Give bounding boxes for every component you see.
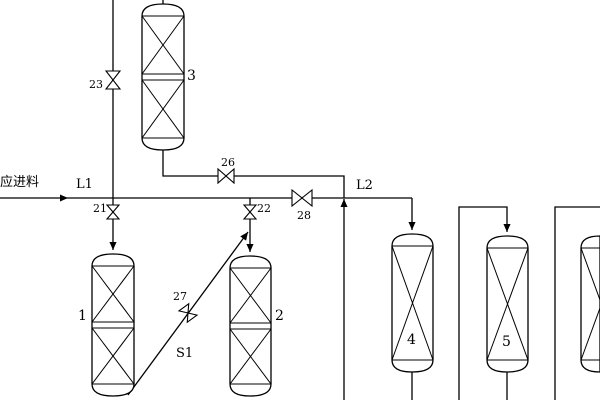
valve-22[interactable] (242, 204, 258, 220)
reactors (91, 3, 600, 397)
reactor-3[interactable] (141, 3, 185, 151)
line-l1-label: L1 (76, 177, 93, 192)
line-s1-label: S1 (176, 346, 193, 361)
reactor-3-label: 3 (187, 68, 196, 84)
feed-label: 应进料 (0, 174, 39, 190)
valve-22-label: 22 (257, 202, 271, 215)
reactor-6-partial[interactable] (580, 235, 600, 373)
pipe-loop-5-6 (554, 206, 600, 400)
valve-23-label: 23 (89, 78, 103, 91)
reactor-5-label: 5 (502, 334, 511, 350)
line-l2-label: L2 (356, 178, 373, 193)
valve-21-label: 21 (93, 202, 107, 215)
reactor-2[interactable] (229, 255, 272, 397)
labels: 应进料 L1 L2 S1 23 21 22 26 28 27 1 2 3 4 5 (0, 68, 511, 361)
valve-23[interactable] (104, 70, 122, 90)
valve-26[interactable] (217, 167, 235, 185)
valves (104, 70, 313, 324)
reactor-4[interactable] (391, 233, 434, 373)
reactor-1[interactable] (91, 253, 135, 397)
valve-27-label: 27 (173, 290, 187, 303)
valve-28[interactable] (291, 188, 313, 208)
valve-28-label: 28 (297, 209, 311, 222)
pipe-reactor-3-outlet (162, 150, 345, 198)
reactor-4-label: 4 (407, 332, 416, 348)
valve-26-label: 26 (221, 156, 235, 169)
reactor-5[interactable] (486, 235, 529, 373)
pipe-loop-4-5 (458, 206, 511, 400)
reactor-2-label: 2 (275, 308, 284, 324)
valve-27[interactable] (177, 302, 199, 324)
valve-21[interactable] (105, 204, 121, 220)
reactor-1-label: 1 (78, 308, 87, 324)
